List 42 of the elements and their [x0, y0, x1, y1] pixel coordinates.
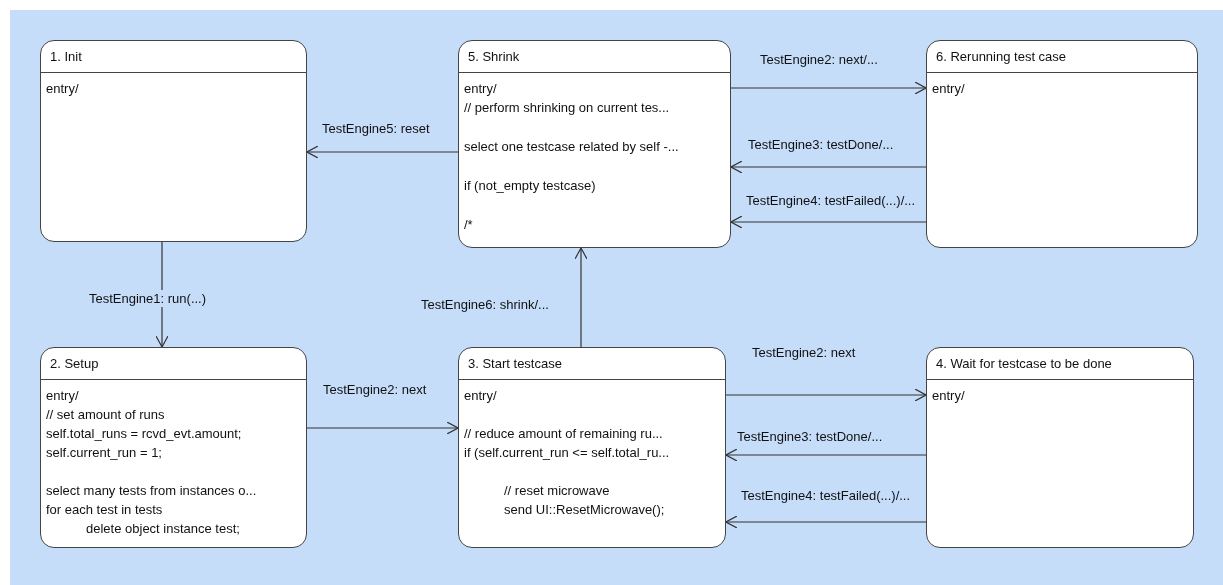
code-line: // set amount of runs: [46, 406, 165, 424]
transition-arrow: [730, 160, 927, 174]
state-box: [926, 347, 1194, 548]
code-line: self.current_run = 1;: [46, 444, 162, 462]
code-line: if (self.current_run <= self.total_ru...: [464, 444, 670, 462]
state-box: [458, 40, 731, 248]
code-line: if (not_empty testcase): [464, 177, 596, 195]
state-box: [458, 347, 726, 548]
code-line: entry/: [46, 80, 79, 98]
code-line: select one testcase related by self -...: [464, 138, 679, 156]
transition-arrow: [725, 448, 927, 462]
code-line: entry/: [932, 80, 965, 98]
state-title: 6. Rerunning test case: [936, 47, 1067, 66]
state-title: 1. Init: [50, 47, 82, 66]
code-line: self.total_runs = rcvd_evt.amount;: [46, 425, 242, 443]
state-box: [40, 40, 307, 242]
edge-label: TestEngine1: run(...): [88, 290, 208, 307]
code-line: // perform shrinking on current tes...: [464, 99, 670, 117]
transition-arrow: [730, 215, 927, 229]
code-line: for each test in tests: [46, 501, 163, 519]
transition-arrow: [306, 421, 459, 435]
code-line: /*: [464, 216, 473, 234]
code-line: entry/: [464, 387, 497, 405]
code-line: entry/: [932, 387, 965, 405]
transition-arrow: [730, 81, 927, 95]
code-line: entry/: [46, 387, 79, 405]
code-line: // reset microwave: [504, 482, 610, 500]
state-box: [40, 347, 307, 548]
code-line: send UI::ResetMicrowave();: [504, 501, 665, 519]
transition-arrow: [306, 145, 459, 159]
transition-arrow: [725, 388, 927, 402]
state-title: 2. Setup: [50, 354, 99, 373]
code-line: // reduce amount of remaining ru...: [464, 425, 663, 443]
state-box: [926, 40, 1198, 248]
code-line: delete object instance test;: [86, 520, 240, 538]
transition-arrow: [725, 515, 927, 529]
state-title: 3. Start testcase: [468, 354, 562, 373]
code-line: select many tests from instances o...: [46, 482, 257, 500]
transition-arrow: [574, 247, 588, 348]
code-line: entry/: [464, 80, 497, 98]
state-title: 5. Shrink: [468, 47, 520, 66]
state-title: 4. Wait for testcase to be done: [936, 354, 1112, 373]
